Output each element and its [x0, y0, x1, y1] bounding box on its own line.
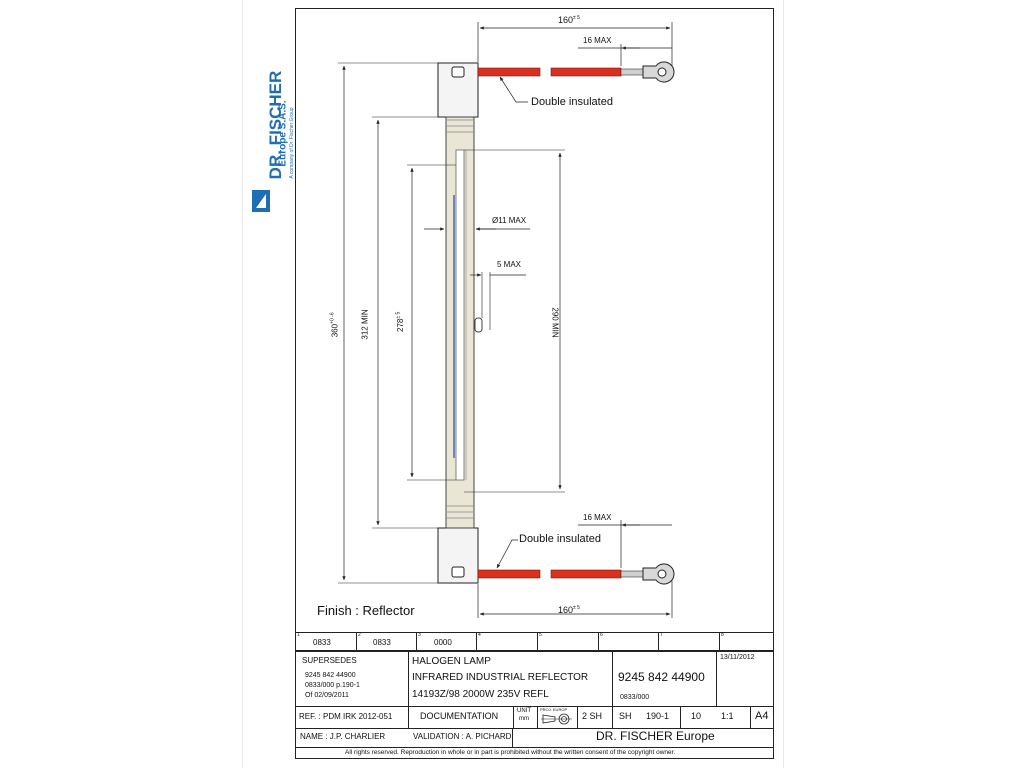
- revision-row: [295, 632, 774, 651]
- supersedes-line-2: 0833/000 p.190-1: [305, 682, 360, 689]
- bottom-wire-left: [477, 569, 541, 579]
- scale-value: 1:1: [721, 711, 734, 721]
- zone-7: 7: [660, 632, 663, 638]
- rev-value: 10: [691, 711, 702, 721]
- rev-cell-3: 0000: [434, 638, 452, 647]
- logo-graphic: [252, 190, 270, 212]
- dim-width-bottom: 160± 5: [558, 605, 580, 615]
- exhaust-tip: [474, 317, 483, 333]
- copyright-notice: All rights reserved. Reproduction in who…: [345, 749, 676, 756]
- ref-field: REF. : PDM IRK 2012-051: [299, 712, 393, 721]
- dim-diameter: Ø11 MAX: [492, 216, 527, 225]
- unit-value: mm: [519, 716, 529, 722]
- part-sub: 0833/000: [620, 694, 650, 701]
- dim-290: 290 MIN: [550, 307, 560, 338]
- supersedes-line-1: 9245 842 44900: [305, 672, 356, 679]
- zone-1: 1: [297, 632, 300, 638]
- note-double-insulated-bottom: Double insulated: [519, 533, 601, 545]
- sh-value: 190-1: [646, 711, 670, 721]
- title-line-3: 14193Z/98 2000W 235V REFL: [412, 689, 549, 700]
- dim-278: 278± 5: [395, 311, 405, 332]
- top-wire-right: [550, 67, 622, 77]
- projection-symbol-icon: [541, 713, 572, 725]
- title-line-1: HALOGEN LAMP: [412, 656, 491, 667]
- zone-4: 4: [478, 632, 481, 638]
- drawing-date: 13/11/2012: [720, 654, 755, 661]
- dim-360: 360+0 -6: [329, 312, 340, 338]
- company-name: DR. FISCHER Europe: [596, 729, 715, 743]
- drawing-sheet: [242, 0, 784, 768]
- unit-label: UNIT: [517, 708, 531, 714]
- validation-field: VALIDATION : A. PICHARD: [413, 732, 512, 741]
- finish-note: Finish : Reflector: [317, 603, 415, 618]
- technical-drawing: [338, 22, 675, 618]
- documentation-label: DOCUMENTATION: [420, 711, 499, 721]
- bottom-screw-icon: [451, 566, 465, 578]
- supersedes-label: SUPERSEDES: [302, 656, 357, 665]
- zone-8: 8: [721, 632, 724, 638]
- bottom-terminal-block: [437, 527, 479, 584]
- zone-3: 3: [418, 632, 421, 638]
- proj-label: PROJ. EUROP: [540, 707, 568, 712]
- sheet-count: 2 SH: [582, 711, 603, 721]
- rev-cell-1: 0833: [313, 638, 331, 647]
- format-value: A4: [755, 710, 769, 722]
- bottom-wire-right: [550, 569, 622, 579]
- rev-cell-2: 0833: [373, 638, 391, 647]
- supersedes-line-3: Of 02/09/2011: [305, 692, 349, 699]
- title-line-2: INFRARED INDUSTRIAL REFLECTOR: [412, 672, 589, 683]
- dim-width-top: 160± 5: [558, 15, 580, 25]
- dim-312: 312 MIN: [360, 309, 370, 340]
- dim-16max-top: 16 MAX: [583, 36, 612, 45]
- note-double-insulated-top: Double insulated: [531, 96, 613, 108]
- part-number: 9245 842 44900: [618, 670, 705, 684]
- name-field: NAME : J.P. CHARLIER: [300, 732, 386, 741]
- company-logo: DR. FISCHER Europe S.A.S. A company of D…: [250, 60, 300, 220]
- dim-5max: 5 MAX: [497, 260, 522, 269]
- top-wire-left: [477, 67, 541, 77]
- zone-5: 5: [539, 632, 542, 638]
- dim-16max-bottom: 16 MAX: [583, 513, 612, 522]
- top-screw-icon: [451, 66, 465, 78]
- zone-2: 2: [358, 632, 361, 638]
- title-block: [295, 651, 774, 759]
- sh-label: SH: [619, 711, 632, 721]
- zone-6: 6: [600, 632, 603, 638]
- lamp-glass: [455, 149, 465, 481]
